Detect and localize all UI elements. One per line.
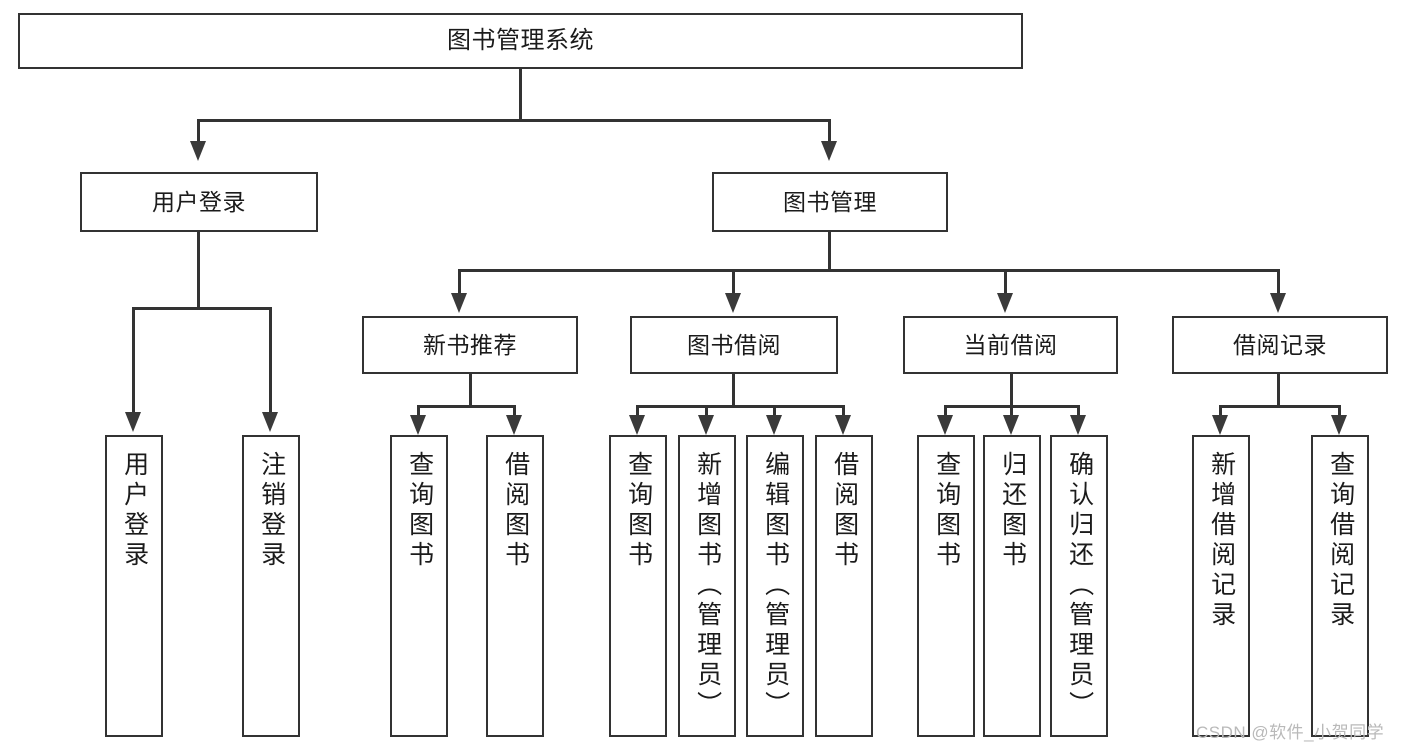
node-leaf-logout-login[interactable]: 注销登录 bbox=[242, 435, 300, 737]
edge-current-borrow-stem bbox=[1010, 374, 1013, 408]
edge-root-stem bbox=[519, 69, 522, 121]
arrow-current-borrow-to-leaf-2 bbox=[1003, 415, 1019, 435]
edge-root-bar bbox=[197, 119, 831, 122]
node-leaf-edit-book-label: 编辑图书（管理员） bbox=[761, 451, 790, 721]
node-root-label: 图书管理系统 bbox=[447, 27, 594, 55]
edge-book-manage-to-borrow-record bbox=[1277, 269, 1280, 295]
node-leaf-edit-book[interactable]: 编辑图书（管理员） bbox=[746, 435, 804, 737]
arrow-book-manage-to-book-borrow bbox=[725, 293, 741, 313]
node-leaf-user-login[interactable]: 用户登录 bbox=[105, 435, 163, 737]
node-new-book-recommend-label: 新书推荐 bbox=[423, 331, 517, 358]
edge-current-borrow-to-leaf-2 bbox=[1010, 405, 1013, 417]
node-root[interactable]: 图书管理系统 bbox=[18, 13, 1023, 69]
arrow-book-manage-to-new-book-recommend bbox=[451, 293, 467, 313]
node-new-book-recommend[interactable]: 新书推荐 bbox=[362, 316, 578, 374]
node-leaf-add-book-label: 新增图书（管理员） bbox=[693, 451, 722, 721]
arrow-user-login-to-leaf-2 bbox=[262, 412, 278, 432]
node-leaf-add-borrow-record-label: 新增借阅记录 bbox=[1207, 451, 1236, 631]
node-leaf-confirm-return[interactable]: 确认归还（管理员） bbox=[1050, 435, 1108, 737]
edge-book-manage-stem bbox=[828, 232, 831, 272]
edge-user-login-to-leaf-1 bbox=[132, 307, 135, 414]
node-book-borrow[interactable]: 图书借阅 bbox=[630, 316, 838, 374]
node-leaf-query-book-borrow[interactable]: 查询图书 bbox=[609, 435, 667, 737]
node-leaf-borrow-book-label: 借阅图书 bbox=[830, 451, 859, 571]
node-leaf-logout-login-label: 注销登录 bbox=[257, 451, 286, 571]
arrow-borrow-record-to-leaf-1 bbox=[1212, 415, 1228, 435]
edge-new-book-recommend-to-leaf-1 bbox=[417, 405, 420, 417]
arrow-book-manage-to-current-borrow bbox=[997, 293, 1013, 313]
node-book-manage-label: 图书管理 bbox=[783, 188, 877, 215]
arrow-borrow-record-to-leaf-2 bbox=[1331, 415, 1347, 435]
node-leaf-add-book[interactable]: 新增图书（管理员） bbox=[678, 435, 736, 737]
arrow-new-book-recommend-to-leaf-1 bbox=[410, 415, 426, 435]
edge-book-borrow-to-leaf-2 bbox=[705, 405, 708, 417]
node-borrow-record[interactable]: 借阅记录 bbox=[1172, 316, 1388, 374]
edge-book-manage-bar bbox=[458, 269, 1280, 272]
edge-borrow-record-to-leaf-2 bbox=[1338, 405, 1341, 417]
edge-root-to-user-login bbox=[197, 119, 200, 143]
edge-book-borrow-bar bbox=[636, 405, 844, 408]
arrow-root-to-book-manage bbox=[821, 141, 837, 161]
edge-current-borrow-to-leaf-3 bbox=[1077, 405, 1080, 417]
node-leaf-return-book-label: 归还图书 bbox=[998, 451, 1027, 571]
csdn-watermark: CSDN @软件_小贺同学 bbox=[1196, 723, 1385, 742]
node-leaf-query-book-recommend[interactable]: 查询图书 bbox=[390, 435, 448, 737]
node-leaf-query-borrow-record[interactable]: 查询借阅记录 bbox=[1311, 435, 1369, 737]
node-current-borrow[interactable]: 当前借阅 bbox=[903, 316, 1118, 374]
edge-borrow-record-to-leaf-1 bbox=[1219, 405, 1222, 417]
edge-book-borrow-stem bbox=[732, 374, 735, 408]
node-leaf-query-borrow-record-label: 查询借阅记录 bbox=[1326, 451, 1355, 631]
edge-book-manage-to-book-borrow bbox=[732, 269, 735, 295]
edge-book-borrow-to-leaf-4 bbox=[842, 405, 845, 417]
edge-user-login-to-leaf-2 bbox=[269, 307, 272, 414]
node-user-login[interactable]: 用户登录 bbox=[80, 172, 318, 232]
edge-book-borrow-to-leaf-1 bbox=[636, 405, 639, 417]
node-leaf-add-borrow-record[interactable]: 新增借阅记录 bbox=[1192, 435, 1250, 737]
node-leaf-confirm-return-label: 确认归还（管理员） bbox=[1065, 451, 1094, 721]
edge-new-book-recommend-bar bbox=[417, 405, 515, 408]
arrow-current-borrow-to-leaf-1 bbox=[937, 415, 953, 435]
node-leaf-borrow-book-recommend[interactable]: 借阅图书 bbox=[486, 435, 544, 737]
edge-borrow-record-stem bbox=[1277, 374, 1280, 408]
edge-book-manage-to-new-book-recommend bbox=[458, 269, 461, 295]
node-user-login-label: 用户登录 bbox=[152, 188, 246, 215]
arrow-new-book-recommend-to-leaf-2 bbox=[506, 415, 522, 435]
node-leaf-query-book-borrow-label: 查询图书 bbox=[624, 451, 653, 571]
node-leaf-query-book-recommend-label: 查询图书 bbox=[405, 451, 434, 571]
edge-book-borrow-to-leaf-3 bbox=[773, 405, 776, 417]
arrow-user-login-to-leaf-1 bbox=[125, 412, 141, 432]
arrow-book-borrow-to-leaf-1 bbox=[629, 415, 645, 435]
node-leaf-user-login-label: 用户登录 bbox=[120, 451, 149, 571]
node-current-borrow-label: 当前借阅 bbox=[963, 331, 1058, 358]
node-leaf-return-book[interactable]: 归还图书 bbox=[983, 435, 1041, 737]
edge-user-login-stem bbox=[197, 232, 200, 310]
arrow-book-manage-to-borrow-record bbox=[1270, 293, 1286, 313]
arrow-book-borrow-to-leaf-3 bbox=[766, 415, 782, 435]
node-leaf-borrow-book[interactable]: 借阅图书 bbox=[815, 435, 873, 737]
node-leaf-query-book-current-label: 查询图书 bbox=[932, 451, 961, 571]
arrow-current-borrow-to-leaf-3 bbox=[1070, 415, 1086, 435]
edge-current-borrow-to-leaf-1 bbox=[944, 405, 947, 417]
arrow-book-borrow-to-leaf-2 bbox=[698, 415, 714, 435]
edge-new-book-recommend-stem bbox=[469, 374, 472, 408]
edge-user-login-bar bbox=[132, 307, 272, 310]
arrow-root-to-user-login bbox=[190, 141, 206, 161]
edge-new-book-recommend-to-leaf-2 bbox=[513, 405, 516, 417]
edge-root-to-book-manage bbox=[828, 119, 831, 143]
node-leaf-borrow-book-recommend-label: 借阅图书 bbox=[501, 451, 530, 571]
arrow-book-borrow-to-leaf-4 bbox=[835, 415, 851, 435]
edge-book-manage-to-current-borrow bbox=[1004, 269, 1007, 295]
node-borrow-record-label: 借阅记录 bbox=[1233, 331, 1327, 358]
edge-borrow-record-bar bbox=[1219, 405, 1341, 408]
node-book-manage[interactable]: 图书管理 bbox=[712, 172, 948, 232]
node-book-borrow-label: 图书借阅 bbox=[687, 331, 781, 358]
node-leaf-query-book-current[interactable]: 查询图书 bbox=[917, 435, 975, 737]
